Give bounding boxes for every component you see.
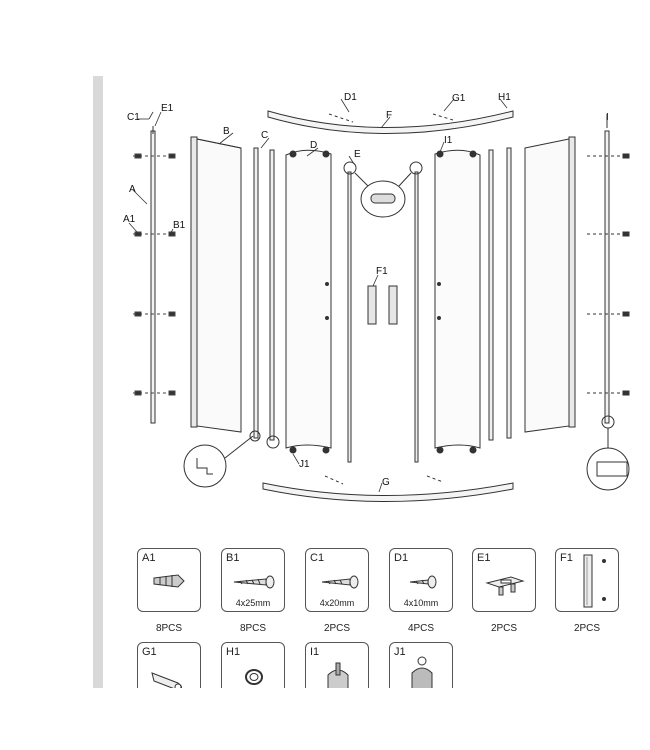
bracket-icon — [485, 576, 525, 596]
part-card-e1: E1 — [472, 548, 536, 612]
wall-screws-left — [133, 153, 176, 396]
part-card-c1: C1 4x20mm — [305, 548, 369, 612]
label-e: E — [354, 149, 361, 160]
part-qty-b1: 8PCS — [239, 623, 267, 634]
center-rods — [343, 161, 423, 463]
label-a1: A1 — [123, 214, 136, 225]
label-g1: G1 — [452, 93, 466, 104]
part-code: E1 — [477, 552, 491, 564]
label-g: G — [382, 477, 390, 488]
page-bottom-blank — [93, 688, 650, 750]
part-card-d1: D1 4x10mm — [389, 548, 453, 612]
page-margin-bar — [93, 76, 103, 688]
part-card-b1: B1 4x25mm — [221, 548, 285, 612]
part-qty-c1: 2PCS — [323, 623, 351, 634]
shower-enclosure-exploded-diagram: C1 E1 A A1 B1 B C D D1 F G1 H1 I E I1 F1… — [123, 92, 630, 502]
part-code: F1 — [560, 552, 573, 564]
wall-profile-right — [587, 114, 630, 424]
short-screw-icon — [409, 575, 437, 589]
wall-profile-left — [150, 126, 156, 424]
top-rail — [267, 110, 514, 134]
part-code: G1 — [142, 646, 157, 658]
diagram-labels: C1 E1 A A1 B1 B C D D1 F G1 H1 I E I1 F1… — [123, 92, 609, 488]
screw-icon — [321, 575, 359, 589]
part-card-a1: A1 — [137, 548, 201, 612]
handle-icon — [583, 554, 606, 608]
fixed-panel-right — [524, 136, 576, 433]
part-size: 4x20mm — [319, 598, 355, 608]
sliding-door-left — [285, 149, 332, 454]
detail-callout-right — [586, 415, 630, 491]
fixed-panel-left — [190, 136, 242, 433]
label-j1: J1 — [299, 459, 310, 470]
label-i1: I1 — [444, 135, 453, 146]
label-e1: E1 — [161, 103, 174, 114]
label-d1: D1 — [344, 92, 357, 103]
label-f1: F1 — [376, 266, 388, 277]
part-qty-e1: 2PCS — [490, 623, 518, 634]
label-f: F — [386, 110, 392, 121]
label-c: C — [261, 130, 268, 141]
bottom-rail — [262, 475, 514, 502]
label-i: I — [606, 112, 609, 123]
part-code: J1 — [394, 646, 406, 658]
label-c1: C1 — [127, 112, 140, 123]
leader-lines — [128, 98, 508, 493]
part-code: B1 — [226, 552, 240, 564]
label-d: D — [310, 140, 317, 151]
profile-right — [488, 147, 512, 441]
label-b: B — [223, 126, 230, 137]
part-code: C1 — [310, 552, 325, 564]
part-qty-f1: 2PCS — [573, 623, 601, 634]
part-code: H1 — [226, 646, 241, 658]
door-handles — [367, 285, 398, 325]
ring-icon — [245, 669, 263, 685]
sliding-door-right — [434, 149, 481, 454]
part-size: 4x25mm — [235, 598, 271, 608]
label-a: A — [129, 184, 136, 195]
part-code: D1 — [394, 552, 409, 564]
part-card-f1: F1 — [555, 548, 619, 612]
wall-plug-icon — [153, 574, 185, 588]
label-h1: H1 — [498, 92, 511, 103]
part-code: I1 — [310, 646, 320, 658]
detail-callout-left — [183, 430, 280, 488]
profile-c — [253, 147, 275, 441]
part-code: A1 — [142, 552, 156, 564]
label-b1: B1 — [173, 220, 186, 231]
screw-icon — [233, 575, 275, 589]
part-qty-d1: 4PCS — [407, 623, 435, 634]
part-qty-a1: 8PCS — [155, 623, 183, 634]
part-size: 4x10mm — [403, 598, 439, 608]
